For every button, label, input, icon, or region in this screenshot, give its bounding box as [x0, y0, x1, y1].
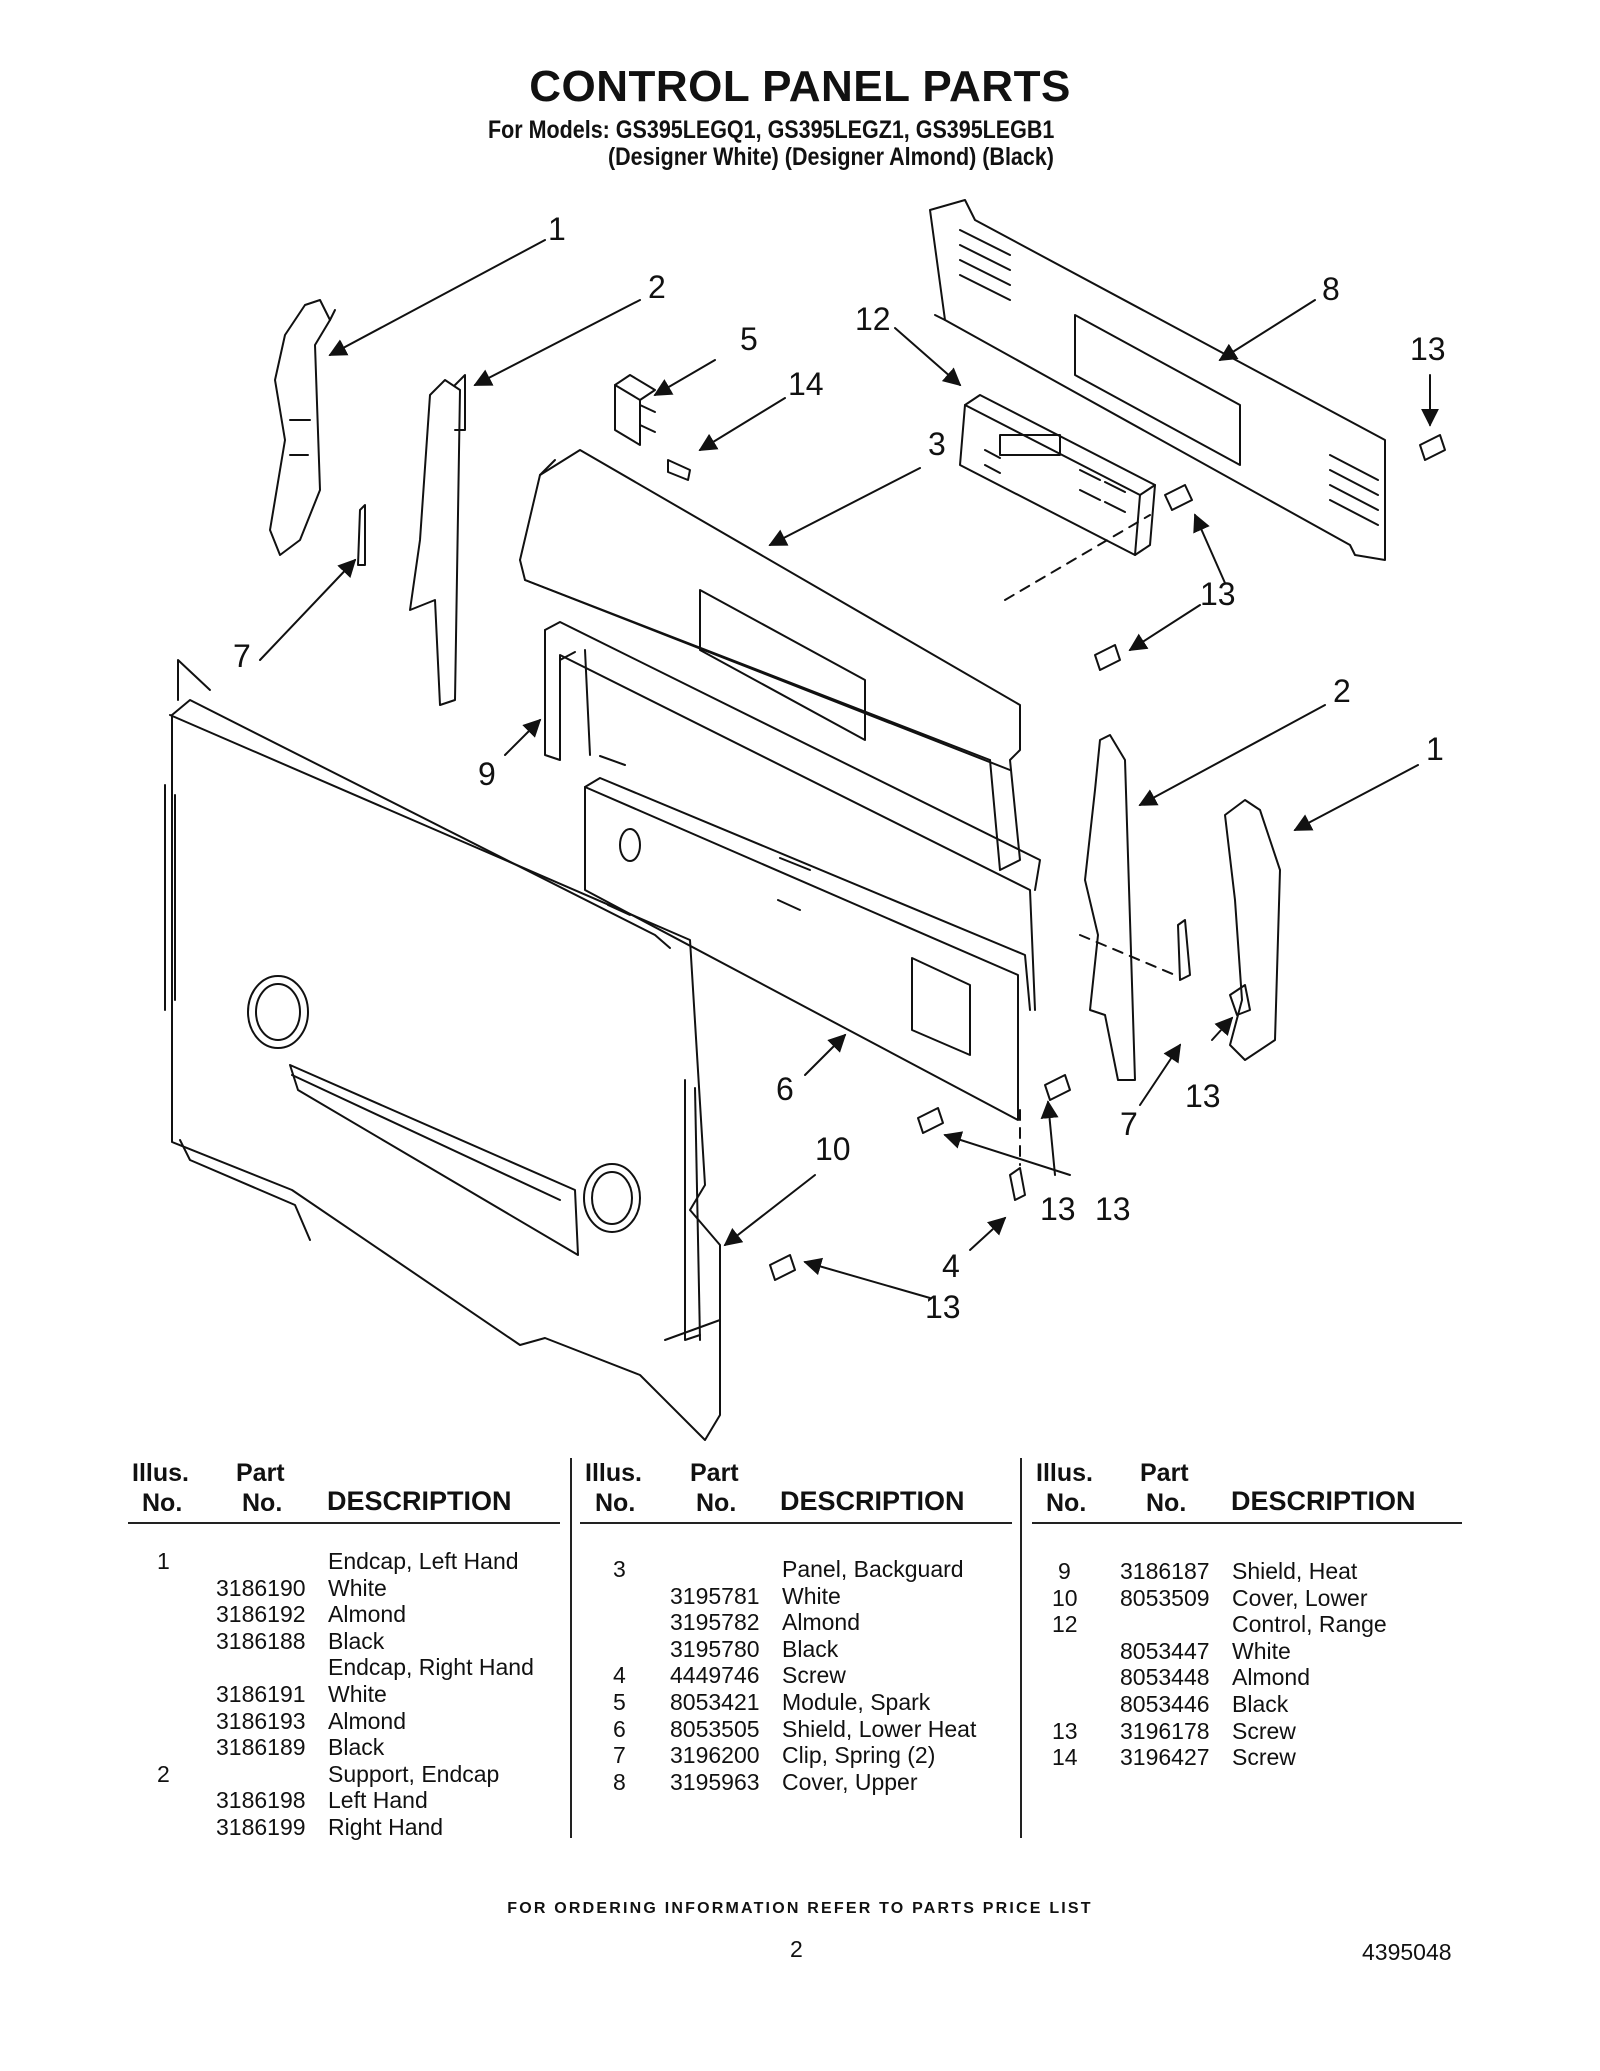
callout-2-left-support: 2	[648, 269, 666, 305]
upper-cover	[929, 199, 1386, 561]
right-endcap-support	[1084, 734, 1136, 1081]
column-divider-2	[1020, 1458, 1022, 1838]
callout-10: 10	[815, 1131, 851, 1167]
document-number: 4395048	[1362, 1939, 1452, 1965]
ordering-note: FOR ORDERING INFORMATION REFER TO PARTS …	[507, 1900, 1093, 1917]
callout-4: 4	[942, 1248, 960, 1284]
header-illus-no-2: No.	[595, 1489, 636, 1517]
callout-14: 14	[788, 366, 824, 402]
page-number: 2	[790, 1936, 803, 1962]
header-part-no-1: No.	[242, 1489, 283, 1517]
header-part-2: Part	[690, 1459, 739, 1487]
column-divider-1	[570, 1458, 572, 1838]
right-spring-clip	[1177, 919, 1191, 981]
callout-2-right-support: 2	[1333, 673, 1351, 709]
callout-12: 12	[855, 301, 891, 337]
callout-9: 9	[478, 756, 496, 792]
spark-module	[614, 374, 656, 446]
header-rule-3	[1032, 1522, 1462, 1524]
left-endcap-support	[409, 374, 466, 706]
callout-13-bottom: 13	[925, 1289, 961, 1325]
callout-6: 6	[776, 1071, 794, 1107]
backguard-panel	[519, 449, 1021, 871]
header-illus-1: Illus.	[132, 1459, 189, 1487]
callout-3: 3	[928, 426, 946, 462]
header-illus-2: Illus.	[585, 1459, 642, 1487]
callout-13-mid: 13	[1200, 576, 1236, 612]
header-description-2: DESCRIPTION	[780, 1486, 965, 1516]
header-illus-3: Illus.	[1036, 1459, 1093, 1487]
header-description-1: DESCRIPTION	[327, 1486, 512, 1516]
callout-1-right-endcap: 1	[1426, 731, 1444, 767]
callout-13-right: 13	[1185, 1078, 1221, 1114]
lower-cover-panel	[164, 659, 721, 1441]
left-spring-clip	[357, 504, 366, 566]
callout-5: 5	[740, 321, 758, 357]
header-part-1: Part	[236, 1459, 285, 1487]
table-row: Endcap, Right Hand	[328, 1654, 534, 1681]
header-illus-no-3: No.	[1046, 1489, 1087, 1517]
heat-shield	[544, 621, 1041, 1011]
range-control	[959, 394, 1156, 556]
models-line: For Models: GS395LEGQ1, GS395LEGZ1, GS39…	[488, 116, 1055, 144]
callout-8: 8	[1322, 271, 1340, 307]
callout-13-upper: 13	[1410, 331, 1446, 367]
header-part-no-2: No.	[696, 1489, 737, 1517]
header-illus-no-1: No.	[142, 1489, 183, 1517]
header-rule-1	[128, 1522, 560, 1524]
callout-13-bottom-screw: 13	[1095, 1191, 1131, 1227]
callout-7-right: 7	[1120, 1106, 1138, 1142]
callout-13-lower-right: 13	[1040, 1191, 1076, 1227]
callout-1-left-endcap: 1	[548, 211, 566, 247]
colors-line: (Designer White) (Designer Almond) (Blac…	[608, 143, 1054, 171]
screws	[667, 434, 1446, 1281]
header-rule-2	[580, 1522, 1012, 1524]
header-part-3: Part	[1140, 1459, 1189, 1487]
alignment-lines	[1004, 514, 1176, 1166]
header-part-no-3: No.	[1146, 1489, 1187, 1517]
exploded-parts-diagram: 1 2 5 14 12 8 13 3 13 7 9 2 1 13 6 10 7 …	[164, 199, 1446, 1441]
header-description-3: DESCRIPTION	[1231, 1486, 1416, 1516]
right-endcap	[1224, 799, 1281, 1061]
lower-heat-shield	[584, 777, 1031, 1121]
page-title: CONTROL PANEL PARTS	[529, 62, 1071, 111]
left-endcap	[269, 299, 336, 556]
callout-7-left: 7	[233, 638, 251, 674]
leader-arrows	[259, 239, 1439, 1299]
